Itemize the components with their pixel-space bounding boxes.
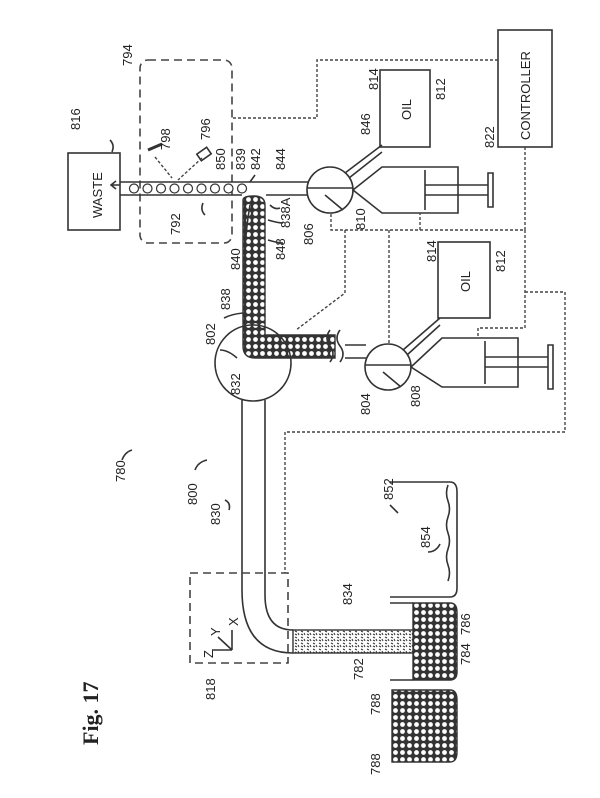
controller-ref: 822 <box>482 126 497 148</box>
system-ref: 780 <box>113 460 128 482</box>
spaced-droplets <box>128 183 248 194</box>
upper-oil-line <box>344 144 383 179</box>
reservoir-ref: 852 <box>381 478 396 500</box>
upper-syringe <box>351 166 459 214</box>
tube-inner-ref: 832 <box>228 373 243 395</box>
waste-ref: 816 <box>68 108 83 130</box>
detect-droplet-ref: 792 <box>168 213 183 235</box>
tip-ref: 782 <box>351 658 366 680</box>
upper-oil-label: OIL <box>399 99 414 120</box>
upper-syringe-plunger[interactable] <box>424 170 494 210</box>
packed-droplets-ref: 848 <box>273 238 288 260</box>
upper-oil-container <box>379 69 431 148</box>
droplet <box>209 183 221 194</box>
spacing-channel-ref: 844 <box>273 148 288 170</box>
tube-tip-fill <box>292 629 419 654</box>
subsystem-ref: 800 <box>185 483 200 505</box>
oil-line-ref: 846 <box>358 113 373 135</box>
tube-fill-ref: 834 <box>340 583 355 605</box>
break-mark <box>326 329 344 363</box>
lower-oil-container-ref: 812 <box>493 250 508 272</box>
lower-oil-ref: 814 <box>424 240 439 262</box>
light-source-ref: 796 <box>198 118 213 140</box>
coupler <box>214 324 292 402</box>
detector-ref: 798 <box>158 128 173 150</box>
spaced-droplets-ref: 850 <box>213 148 228 170</box>
lower-syringe-plunger[interactable] <box>484 341 554 390</box>
well-ref-2: 788 <box>368 753 383 775</box>
detection-ref: 794 <box>120 44 135 66</box>
reservoir-fluid-ref: 854 <box>418 526 433 548</box>
axis-y: Y <box>208 627 223 636</box>
droplet <box>223 183 234 194</box>
system-ref-arrow <box>121 449 133 461</box>
control-lines <box>232 59 566 573</box>
lower-syringe <box>409 337 519 388</box>
lower-well <box>391 689 458 763</box>
droplet <box>182 183 194 194</box>
packed-arrow-ref: 840 <box>228 248 243 270</box>
droplet <box>142 183 153 194</box>
waste-container: WASTE 816 <box>67 108 121 231</box>
droplet <box>196 183 207 194</box>
reservoir <box>390 481 458 598</box>
controller-label: CONTROLLER <box>518 51 533 140</box>
sample-well <box>412 602 458 681</box>
axis-x: X <box>226 617 241 626</box>
well-ref-3: 786 <box>458 613 473 635</box>
waste-flow-arrow <box>109 180 120 190</box>
junction-droplet-ref: 842 <box>248 148 263 170</box>
upper-oil-container-ref: 812 <box>433 78 448 100</box>
detector-icon <box>147 142 163 152</box>
light-source-icon <box>195 146 213 162</box>
packed-stream-ref: 838 <box>218 288 233 310</box>
lower-inlet-channel <box>345 344 366 359</box>
upper-valve <box>306 166 354 214</box>
lower-oil-label: OIL <box>458 271 473 292</box>
upper-valve-passage <box>308 187 353 211</box>
tube-ref: 830 <box>208 503 223 525</box>
lower-valve-passage <box>366 364 411 388</box>
axis-z: Z <box>201 650 216 658</box>
junction-ref: 839 <box>233 148 248 170</box>
axes-icon: Z Y X <box>201 617 241 658</box>
lower-oil-container <box>437 241 491 319</box>
upper-syringe-ref: 810 <box>353 208 368 230</box>
figure-title: Fig. 17 <box>78 681 103 745</box>
upper-valve-ref: 806 <box>301 223 316 245</box>
sample-well-walls <box>390 602 413 681</box>
well-ref-1: 788 <box>368 693 383 715</box>
subsystem-ref-arrow <box>194 459 208 471</box>
tube <box>241 400 294 654</box>
droplets-ref: 784 <box>458 643 473 665</box>
droplet <box>236 183 248 194</box>
lower-syringe-ref: 808 <box>408 385 423 407</box>
lower-oil-line <box>402 317 441 356</box>
reservoir-fluid <box>445 484 451 582</box>
packed-droplet-stream <box>242 195 336 359</box>
lower-valve <box>364 343 412 391</box>
stream-end-ref: 838A <box>278 197 293 228</box>
coupler-ref: 802 <box>203 323 218 345</box>
output-channel <box>120 181 308 196</box>
lower-valve-ref: 804 <box>358 393 373 415</box>
stage-ref: 818 <box>203 678 218 700</box>
detection-beam-out <box>154 156 173 179</box>
droplet <box>169 183 180 194</box>
waste-label: WASTE <box>90 172 105 218</box>
upper-oil-ref: 814 <box>366 68 381 90</box>
detection-region <box>139 59 233 244</box>
leader-lines <box>109 139 441 553</box>
droplet <box>155 183 167 194</box>
stage-region <box>189 572 289 664</box>
droplet <box>128 183 140 194</box>
detection-beam-in <box>177 157 203 181</box>
